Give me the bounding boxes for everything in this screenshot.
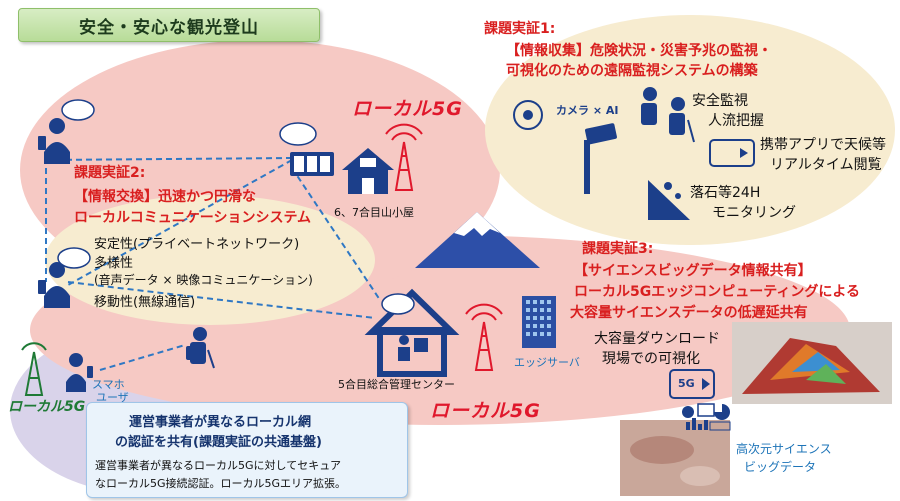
issue3-heading: 課題実証3: xyxy=(582,241,654,257)
local5g-label-top: ローカル5G xyxy=(352,98,463,120)
people-flow-label: 人流把握 xyxy=(708,113,764,129)
issue1-title-line1: 【情報収集】危険状況・災害予兆の監視・ xyxy=(506,43,772,59)
edge-server-label: エッジサーバ xyxy=(514,356,580,369)
local5g-label-center: ローカル5G xyxy=(430,400,541,422)
phone-app-icon xyxy=(709,139,755,167)
common-base-desc2: なローカル5G接続認証。ローカル5Gエリア拡張。 xyxy=(95,477,347,490)
issue2-title-line1: 【情報交換】迅速かつ円滑な xyxy=(74,189,256,205)
mobile-app-line2: リアルタイム閲覧 xyxy=(770,157,882,173)
person-with-phone-icon-bottom xyxy=(38,247,91,308)
rockfall-label-line2: モニタリング xyxy=(712,205,796,221)
dashed-links xyxy=(45,157,381,371)
smartphone-user-label-line2: ユーザ xyxy=(96,391,129,404)
analytics-icon xyxy=(682,403,731,431)
issue3-title-line3: 大容量サイエンスデータの低遅延共有 xyxy=(570,305,808,321)
mountain-hut-label: 6、7合目山小屋 xyxy=(334,206,414,219)
edge-server-icon xyxy=(522,296,556,348)
antenna-icon-top xyxy=(385,123,423,191)
hikers-icon xyxy=(641,87,695,143)
common-base-box: 運営事業者が異なるローカル網 の認証を共有(課題実証の共通基盤) 運営事業者が異… xyxy=(86,402,408,498)
issue2-heading: 課題実証2: xyxy=(74,165,146,181)
issue2-title-line2: ローカルコミュニケーションシステム xyxy=(74,210,312,226)
management-center-icon xyxy=(364,288,460,377)
person-with-phone-icon-top xyxy=(38,99,95,164)
zone-issue2 xyxy=(45,195,375,325)
issue3-title-line2: ローカル5Gエッジコンピューティングによる xyxy=(574,284,860,300)
mobile-app-line1: 携帯アプリで天候等 xyxy=(760,137,886,153)
antenna-icon-center xyxy=(465,303,503,371)
issue3-title-line1: 【サイエンスビッグデータ情報共有】 xyxy=(574,263,812,279)
large-download-label: 大容量ダウンロード xyxy=(594,331,720,347)
issue2-feature-diversity-detail: (音声データ × 映像コミュニケーション) xyxy=(94,273,313,287)
science-data-label-line1: 高次元サイエンス xyxy=(736,442,832,456)
smartphone-user-label-line1: スマホ xyxy=(92,378,125,391)
mountain-icon xyxy=(415,212,540,268)
page-title: 安全・安心な観光登山 xyxy=(18,8,320,42)
terrain-image xyxy=(620,420,730,496)
falling-rock-icon xyxy=(648,180,690,220)
science-data-image xyxy=(732,322,892,404)
hiker-icon-left xyxy=(186,327,215,369)
camera-ai-label: カメラ × AI xyxy=(556,104,619,117)
issue2-feature-mobility: 移動性(無線通信) xyxy=(94,295,196,310)
issue1-heading: 課題実証1: xyxy=(484,21,556,37)
issue2-feature-stability: 安定性(プライベートネットワーク) xyxy=(94,237,300,252)
ai-head-icon xyxy=(513,100,543,130)
surveillance-camera-icon xyxy=(584,123,617,194)
smartphone-user-icon xyxy=(66,353,93,392)
issue2-feature-diversity: 多様性 xyxy=(94,256,134,271)
safety-monitoring-label: 安全監視 xyxy=(692,93,748,109)
mountain-hut-icon xyxy=(342,148,394,194)
science-data-label-line2: ビッグデータ xyxy=(744,460,817,474)
common-base-line1: 運営事業者が異なるローカル網 xyxy=(129,415,312,430)
rockfall-label-line1: 落石等24H xyxy=(690,185,761,201)
antenna-icon-left xyxy=(21,342,47,396)
badge-5g: 5G xyxy=(678,377,695,390)
common-base-desc1: 運営事業者が異なるローカル5Gに対してセキュア xyxy=(95,459,341,472)
management-center-label: 5合目総合管理センター xyxy=(338,378,455,391)
common-base-line2: の認証を共有(課題実証の共通基盤) xyxy=(115,435,322,450)
local5g-label-left: ローカル5G xyxy=(8,399,86,415)
onsite-visualization-label: 現場での可視化 xyxy=(602,351,700,367)
video-monitor-icon xyxy=(279,122,334,176)
issue1-title-line2: 可視化のための遠隔監視システムの構築 xyxy=(506,63,758,79)
phone-5g-icon xyxy=(669,369,715,399)
